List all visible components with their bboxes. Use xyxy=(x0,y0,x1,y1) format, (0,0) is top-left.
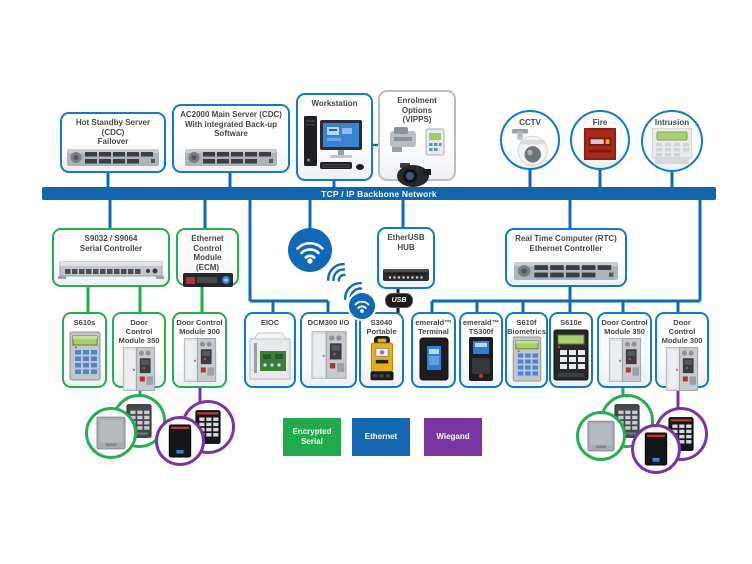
keypad-reader-icon xyxy=(512,336,541,382)
door-control-300-left-label: Door Control Module 300 xyxy=(176,318,223,336)
workstation-computer-icon xyxy=(303,116,364,170)
node-door-control-350-right: Door Control Module 350 xyxy=(597,312,652,388)
door-control-cabinet-icon xyxy=(183,338,216,382)
node-emerald-ts300f: emerald™ TS300f xyxy=(459,312,503,388)
node-s610e: S610e xyxy=(549,312,593,388)
node-door-control-300-right: Door Control Module 300 xyxy=(655,312,709,391)
emerald-ts300f-label: emerald™ TS300f xyxy=(462,318,500,336)
node-rtc: Real Time Computer (RTC) Ethernet Contro… xyxy=(505,228,627,287)
server-icon xyxy=(514,262,618,280)
workstation-label: Workstation xyxy=(311,99,358,108)
node-emerald-terminal: emerald™ Terminal xyxy=(411,312,456,388)
server-icon xyxy=(67,149,159,166)
node-workstation: Workstation xyxy=(296,93,373,181)
node-eioc: EIOC xyxy=(244,312,296,388)
node-cctv: CCTV xyxy=(500,110,560,170)
legend-wiegand: Wiegand xyxy=(424,418,482,456)
cctv-label: CCTV xyxy=(519,118,541,127)
wifi-icon-large xyxy=(288,228,332,272)
legend-ethernet: Ethernet xyxy=(352,418,410,456)
emerald-terminal-label: emerald™ Terminal xyxy=(415,318,452,336)
cctv-camera-icon xyxy=(511,128,548,166)
wireless-waves-icon xyxy=(327,263,363,301)
fire-panel-icon xyxy=(584,127,616,160)
backbone-label: TCP / IP Backbone Network xyxy=(321,188,437,199)
reader-circle-green-card-left xyxy=(85,407,137,459)
door-control-cabinet-icon xyxy=(608,338,641,382)
ecm-device-icon xyxy=(182,273,233,288)
reader-circle-green-card-right xyxy=(576,411,626,461)
serial-controller-label: S9032 / S9064 Serial Controller xyxy=(79,234,143,253)
legend-encrypted-serial: Encrypted Serial xyxy=(283,418,341,456)
hot-standby-label: Hot Standby Server (CDC) Failover xyxy=(75,118,151,147)
node-s610s: S610s xyxy=(62,312,107,388)
legend-ethernet-label: Ethernet xyxy=(364,432,398,441)
etherusb-hub-label: EtherUSB HUB xyxy=(387,233,425,252)
emerald-ts300f-icon xyxy=(469,337,493,381)
node-enrolment-options: Enrolment Options (VIPPS) xyxy=(378,90,456,187)
enrolment-devices-icon xyxy=(390,126,445,187)
s610s-label: S610s xyxy=(73,318,96,327)
usb-label-text: USB xyxy=(391,297,407,304)
node-hot-standby-server: Hot Standby Server (CDC) Failover xyxy=(60,112,166,173)
s610f-label: S610f Biometrics xyxy=(507,318,546,336)
card-reader-icon xyxy=(587,420,615,452)
node-s610f-biometrics: S610f Biometrics xyxy=(505,312,548,388)
s3040-label: S3040 Portable xyxy=(366,318,397,336)
intrusion-panel-icon xyxy=(652,127,692,164)
s610e-reader-icon xyxy=(553,329,589,381)
door-control-350-left-label: Door Control Module 350 xyxy=(118,318,160,345)
node-main-server: AC2000 Main Server (CDC) With integrated… xyxy=(172,104,290,173)
ecm-label: Ethernet Control Module (ECM) xyxy=(191,234,224,272)
rtc-label: Real Time Computer (RTC) Ethernet Contro… xyxy=(515,234,617,253)
eioc-board-icon xyxy=(249,332,291,380)
usb-label: USB xyxy=(385,293,413,308)
node-serial-controller: S9032 / S9064 Serial Controller xyxy=(52,228,170,287)
server-icon xyxy=(185,149,277,166)
serial-controller-rack-icon xyxy=(58,261,164,279)
reader-circle-wiegand-prox-left xyxy=(155,416,205,466)
backbone-bar: TCP / IP Backbone Network xyxy=(42,187,716,200)
node-door-control-350-left: Door Control Module 350 xyxy=(112,312,166,391)
hub-device-icon xyxy=(383,269,429,281)
node-ecm: Ethernet Control Module (ECM) xyxy=(176,228,239,288)
emerald-terminal-icon xyxy=(419,337,448,381)
node-etherusb-hub: EtherUSB HUB xyxy=(377,227,435,289)
s610e-label: S610e xyxy=(560,318,582,327)
fire-label: Fire xyxy=(592,118,608,127)
prox-reader-icon xyxy=(644,432,668,466)
door-control-cabinet-icon xyxy=(122,347,156,391)
door-control-cabinet-icon xyxy=(311,331,346,379)
node-door-control-300-left: Door Control Module 300 xyxy=(172,312,227,388)
node-dcm300-io: DCM300 I/O xyxy=(300,312,357,388)
node-fire: Fire xyxy=(570,110,630,170)
prox-reader-icon xyxy=(168,424,192,458)
dcm300-io-label: DCM300 I/O xyxy=(307,318,350,327)
intrusion-label: Intrusion xyxy=(654,118,690,127)
door-control-cabinet-icon xyxy=(665,347,699,391)
legend-encrypted-serial-label: Encrypted Serial xyxy=(292,427,332,446)
door-control-300-right-label: Door Control Module 300 xyxy=(661,318,703,345)
portable-reader-icon xyxy=(370,336,393,381)
legend-wiegand-label: Wiegand xyxy=(436,432,470,441)
keypad-reader-icon xyxy=(69,331,100,381)
reader-circle-wiegand-prox-right xyxy=(631,424,681,474)
main-server-label: AC2000 Main Server (CDC) With integrated… xyxy=(180,110,282,139)
card-reader-icon xyxy=(96,416,126,450)
eioc-label: EIOC xyxy=(260,318,280,327)
door-control-350-right-label: Door Control Module 350 xyxy=(601,318,648,336)
node-s3040-portable: S3040 Portable xyxy=(359,312,404,388)
node-intrusion: Intrusion xyxy=(641,110,703,172)
enrolment-options-label: Enrolment Options (VIPPS) xyxy=(397,96,437,125)
